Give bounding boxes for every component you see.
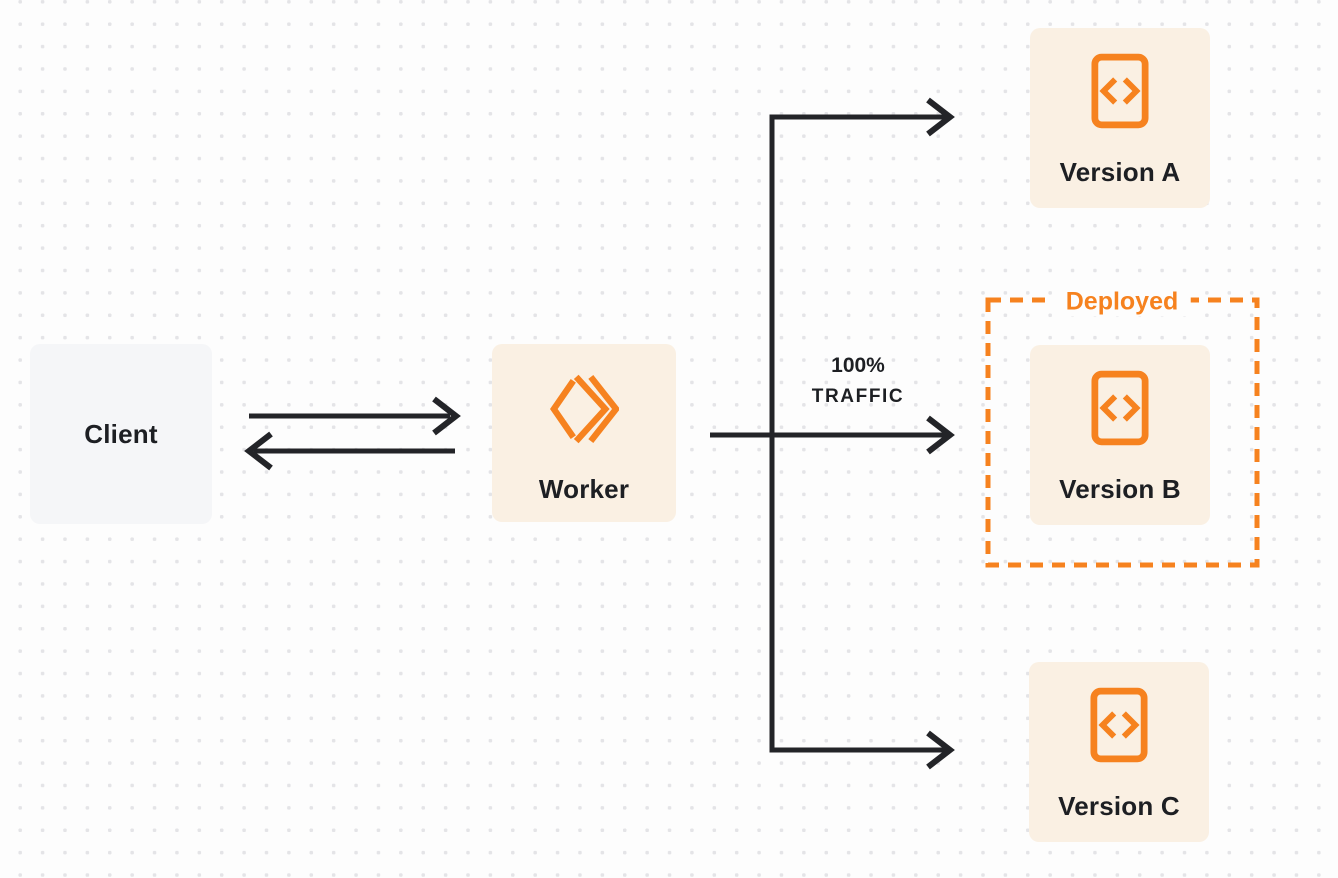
response-arrow <box>244 431 455 471</box>
version-c-node: Version C <box>1029 662 1209 842</box>
worker-label: Worker <box>538 474 630 504</box>
client-node: Client <box>30 344 212 524</box>
traffic-annotation: 100% TRAFFIC <box>812 350 904 412</box>
version-c-label: Version C <box>1058 791 1180 821</box>
code-file-icon <box>1090 687 1148 763</box>
client-label: Client <box>84 418 158 449</box>
version-b-node: Version B <box>1030 345 1210 525</box>
traffic-word-text: TRAFFIC <box>811 386 905 407</box>
version-b-label: Version B <box>1059 474 1181 504</box>
deployed-badge: Deployed <box>1053 287 1191 317</box>
code-file-icon <box>1091 53 1149 129</box>
code-file-icon <box>1091 370 1149 446</box>
traffic-percent-text: 100% <box>831 354 885 377</box>
worker-node: Worker <box>492 344 676 522</box>
workers-logo-icon <box>550 374 619 444</box>
request-arrow <box>249 396 461 436</box>
version-a-label: Version A <box>1059 157 1181 187</box>
traffic-arrow <box>710 415 955 455</box>
version-a-node: Version A <box>1030 28 1210 208</box>
